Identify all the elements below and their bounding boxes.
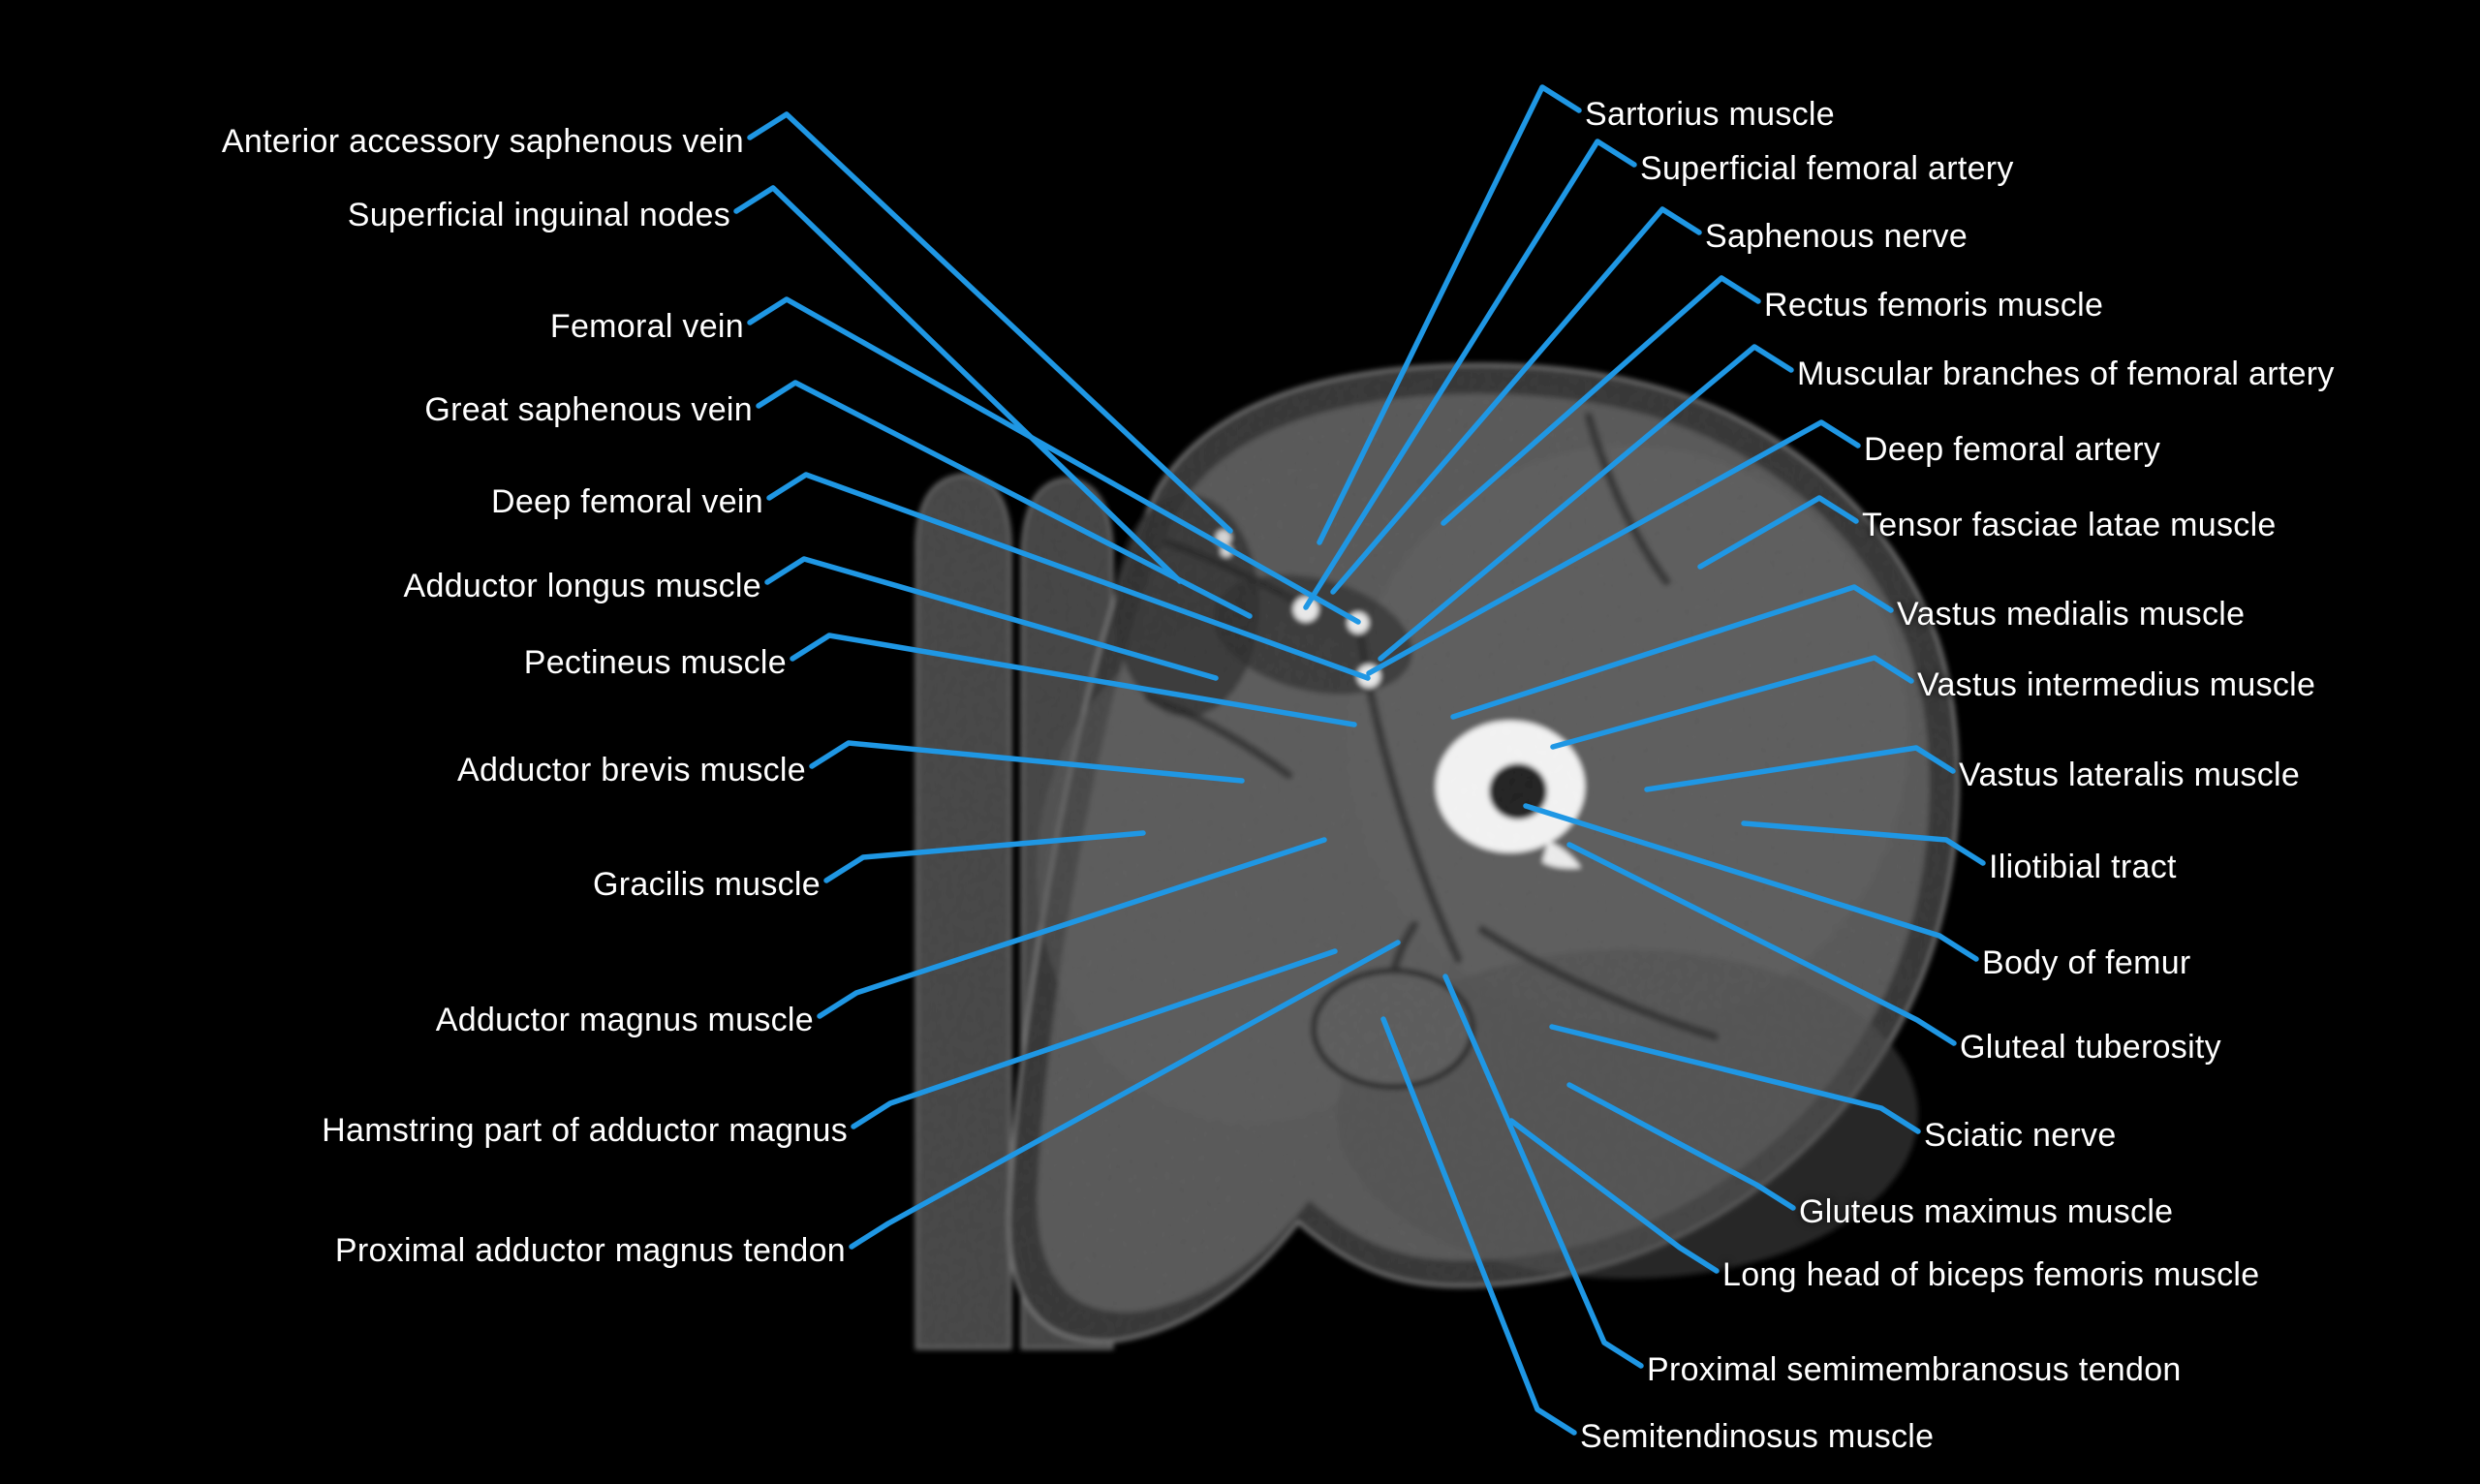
leader-line-gracilis-muscle xyxy=(823,830,1146,883)
leader-line-femoral-vein xyxy=(747,296,1361,625)
leader-line-adductor-brevis-muscle xyxy=(809,740,1245,784)
leader-line-sciatic-nerve xyxy=(1549,1024,1921,1134)
leader-line-proximal-adductor-magnus-tendon xyxy=(849,940,1401,1250)
leader-line-pectineus-muscle xyxy=(790,633,1357,727)
leader-line-adductor-magnus-muscle xyxy=(817,837,1327,1019)
leader-line-semitendinosus-muscle xyxy=(1380,1016,1577,1436)
leader-line-deep-femoral-vein xyxy=(766,472,1371,681)
leader-line-rectus-femoris-muscle xyxy=(1441,275,1761,526)
leader-line-gluteus-maximus-muscle xyxy=(1566,1082,1796,1211)
leader-line-tensor-fasciae-latae-muscle xyxy=(1697,495,1859,570)
leader-line-vastus-lateralis-muscle xyxy=(1644,745,1956,792)
leader-lines-layer xyxy=(733,84,1986,1436)
leader-line-great-saphenous-vein xyxy=(756,380,1253,619)
leader-line-superficial-inguinal-nodes xyxy=(733,185,1183,584)
leader-line-long-head-of-biceps-femoris-muscle xyxy=(1508,1118,1720,1274)
leader-line-saphenous-nerve xyxy=(1330,206,1702,595)
leader-line-hamstring-part-of-adductor-magnus xyxy=(851,948,1338,1129)
leader-line-superficial-femoral-artery xyxy=(1303,139,1637,610)
leader-line-body-of-femur xyxy=(1523,803,1979,962)
leader-line-gluteal-tuberosity xyxy=(1566,842,1957,1046)
leader-line-sartorius-muscle xyxy=(1317,84,1582,545)
leader-line-muscular-branches-of-femoral-artery xyxy=(1378,344,1794,662)
leader-line-anterior-accessory-saphenous-vein xyxy=(747,111,1233,534)
leader-line-deep-femoral-artery xyxy=(1366,419,1861,676)
leader-line-proximal-semimembranosus-tendon xyxy=(1442,974,1644,1369)
leader-line-adductor-longus-muscle xyxy=(764,556,1219,681)
leader-line-vastus-medialis-muscle xyxy=(1450,584,1894,720)
leader-line-iliotibial-tract xyxy=(1741,820,1986,866)
leader-line-vastus-intermedius-muscle xyxy=(1550,655,1914,750)
